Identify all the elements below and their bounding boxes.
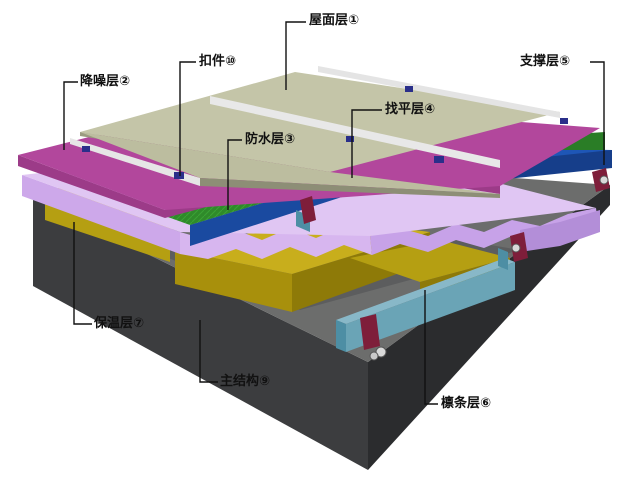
leader-lines bbox=[63, 21, 605, 405]
leader-roof-surface bbox=[285, 21, 306, 90]
leader-waterproof bbox=[227, 139, 242, 210]
label-support: 支撑层⑤ bbox=[520, 54, 571, 69]
leader-noise-reduction bbox=[63, 81, 78, 150]
roof-panels bbox=[70, 66, 560, 198]
label-insulation: 保温层⑦ bbox=[94, 316, 145, 331]
clip-fasteners bbox=[82, 86, 568, 179]
leader-purlin bbox=[424, 290, 438, 405]
leader-clip bbox=[179, 61, 196, 176]
label-noise-reduction: 降噪层② bbox=[80, 74, 131, 89]
label-main-structure: 主结构⑨ bbox=[220, 374, 271, 389]
label-waterproof: 防水层③ bbox=[245, 132, 296, 147]
leader-insulation bbox=[73, 222, 92, 325]
leader-main-structure bbox=[199, 320, 218, 383]
leader-leveling bbox=[351, 109, 382, 178]
label-purlin: 檩条层⑥ bbox=[441, 396, 492, 411]
label-clip: 扣件⑩ bbox=[199, 54, 237, 69]
label-leveling: 找平层④ bbox=[385, 102, 436, 117]
purlin-brackets bbox=[300, 168, 610, 361]
leader-support bbox=[590, 61, 605, 165]
label-roof-surface: 屋面层① bbox=[309, 13, 360, 28]
